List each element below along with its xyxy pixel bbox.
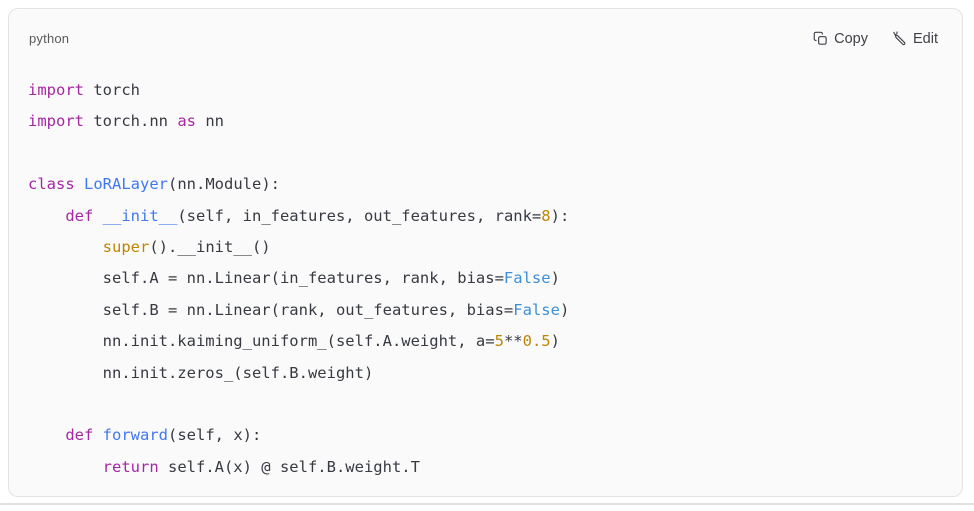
- language-label: python: [29, 31, 70, 46]
- code-line: [28, 138, 943, 169]
- code-line: [28, 389, 943, 420]
- code-line: super().__init__(): [102, 238, 271, 257]
- code-block: python Copy E: [8, 8, 963, 497]
- code-line: return self.A(x) @ self.B.weight.T: [102, 457, 420, 476]
- edit-button-label: Edit: [913, 30, 938, 47]
- copy-button-label: Copy: [834, 30, 868, 47]
- code-line: nn.init.kaiming_uniform_(self.A.weight, …: [28, 332, 560, 351]
- code-content: import torch import torch.nn as nn class …: [9, 49, 962, 483]
- code-line: import torch.nn as nn: [28, 112, 224, 131]
- code-line: class LoRALayer(nn.Module):: [28, 175, 280, 194]
- code-line: nn.init.zeros_(self.B.weight): [28, 363, 374, 382]
- code-line: self.B = nn.Linear(rank, out_features, b…: [28, 300, 570, 319]
- edit-icon: [892, 31, 907, 46]
- header-actions: Copy Edit: [813, 31, 938, 47]
- code-line: self.A = nn.Linear(in_features, rank, bi…: [28, 269, 560, 288]
- code-line: import torch: [28, 81, 140, 99]
- copy-button[interactable]: Copy: [813, 31, 868, 47]
- edit-button[interactable]: Edit: [892, 31, 938, 47]
- code-header: python Copy E: [9, 9, 962, 49]
- bottom-separator: [0, 503, 974, 505]
- code-line: def __init__(self, in_features, out_feat…: [65, 206, 570, 225]
- code-line: def forward(self, x):: [65, 426, 262, 445]
- copy-icon: [813, 31, 828, 46]
